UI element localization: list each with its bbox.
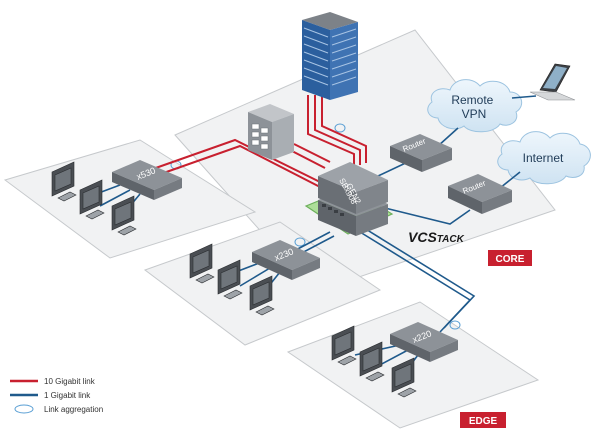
- internet-cloud: [497, 131, 591, 185]
- remote-vpn-cloud: [427, 79, 523, 133]
- svg-text:CORE: CORE: [496, 254, 525, 265]
- svg-text:EDGE: EDGE: [469, 416, 498, 427]
- pc-monitor-icon: [391, 357, 417, 398]
- pc-monitor-icon: [51, 161, 77, 202]
- edge-badge: EDGE: [460, 412, 506, 428]
- vcstack-logo-suffix: TACK: [437, 234, 465, 245]
- router-1: Router: [390, 134, 452, 172]
- pc-monitor-icon: [189, 243, 215, 284]
- legend-ten-gig-label: 10 Gigabit link: [44, 377, 96, 386]
- x230-switch: x230: [252, 240, 320, 280]
- pc-monitor-icon: [111, 195, 137, 236]
- remote-vpn-label: Remote VPN: [451, 93, 496, 121]
- workstations-x530: [51, 161, 137, 236]
- x530-switch: x530: [112, 160, 182, 200]
- legend-one-gig-label: 1 Gigabit link: [44, 391, 91, 400]
- vcstack-logo-main: VCS: [408, 229, 437, 245]
- server-rack: [302, 12, 358, 100]
- vcstack-logo: VCSTACK: [408, 229, 465, 245]
- pc-monitor-icon: [79, 179, 105, 220]
- router-2: Router: [448, 174, 512, 214]
- x220-switch: x220: [390, 322, 458, 362]
- workstations-x230: [189, 243, 275, 316]
- sbx908-switch-stack: SBx908 GEN2: [318, 162, 388, 236]
- pc-monitor-icon: [359, 341, 385, 382]
- pc-monitor-icon: [217, 259, 243, 300]
- workstations-x220: [331, 325, 417, 398]
- laptop-icon: [529, 63, 576, 101]
- pc-monitor-icon: [331, 325, 357, 366]
- file-server: [248, 104, 294, 160]
- pc-monitor-icon: [249, 275, 275, 316]
- internet-label: Internet: [523, 151, 564, 165]
- core-badge: CORE: [488, 250, 532, 266]
- legend: 10 Gigabit link 1 Gigabit link Link aggr…: [10, 377, 103, 414]
- legend-aggregation-label: Link aggregation: [44, 405, 103, 414]
- ten-gig-links: [149, 95, 367, 189]
- legend-aggregation-swatch: [14, 404, 34, 414]
